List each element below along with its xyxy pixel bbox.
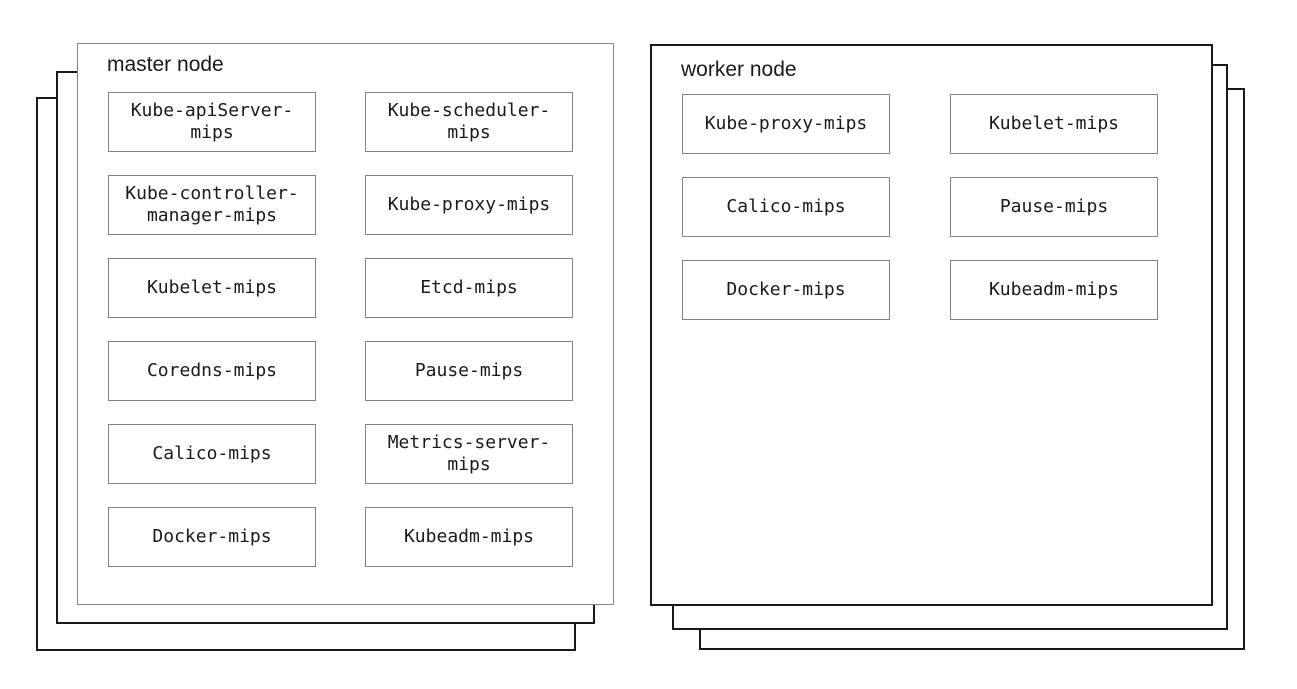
component-box-docker-mips: Docker-mips bbox=[682, 260, 890, 320]
component-box-kube-apiserver-mips: Kube-apiServer-mips bbox=[108, 92, 316, 152]
component-box-docker-mips: Docker-mips bbox=[108, 507, 316, 567]
component-box-kube-proxy-mips: Kube-proxy-mips bbox=[365, 175, 573, 235]
component-box-coredns-mips: Coredns-mips bbox=[108, 341, 316, 401]
worker-node-title: worker node bbox=[681, 58, 797, 81]
component-box-metrics-server-mips: Metrics-server-mips bbox=[365, 424, 573, 484]
component-box-pause-mips: Pause-mips bbox=[950, 177, 1158, 237]
component-box-kube-proxy-mips: Kube-proxy-mips bbox=[682, 94, 890, 154]
component-box-kubeadm-mips: Kubeadm-mips bbox=[950, 260, 1158, 320]
component-box-kubeadm-mips: Kubeadm-mips bbox=[365, 507, 573, 567]
component-box-kubelet-mips: Kubelet-mips bbox=[108, 258, 316, 318]
component-box-calico-mips: Calico-mips bbox=[682, 177, 890, 237]
component-box-kube-scheduler-mips: Kube-scheduler-mips bbox=[365, 92, 573, 152]
master-node-title: master node bbox=[107, 53, 224, 76]
master-node-panel: master node Kube-apiServer-mips Kube-sche… bbox=[77, 43, 614, 605]
component-box-kube-controller-manager-mips: Kube-controller-manager-mips bbox=[108, 175, 316, 235]
component-box-kubelet-mips: Kubelet-mips bbox=[950, 94, 1158, 154]
component-box-calico-mips: Calico-mips bbox=[108, 424, 316, 484]
component-box-etcd-mips: Etcd-mips bbox=[365, 258, 573, 318]
component-box-pause-mips: Pause-mips bbox=[365, 341, 573, 401]
